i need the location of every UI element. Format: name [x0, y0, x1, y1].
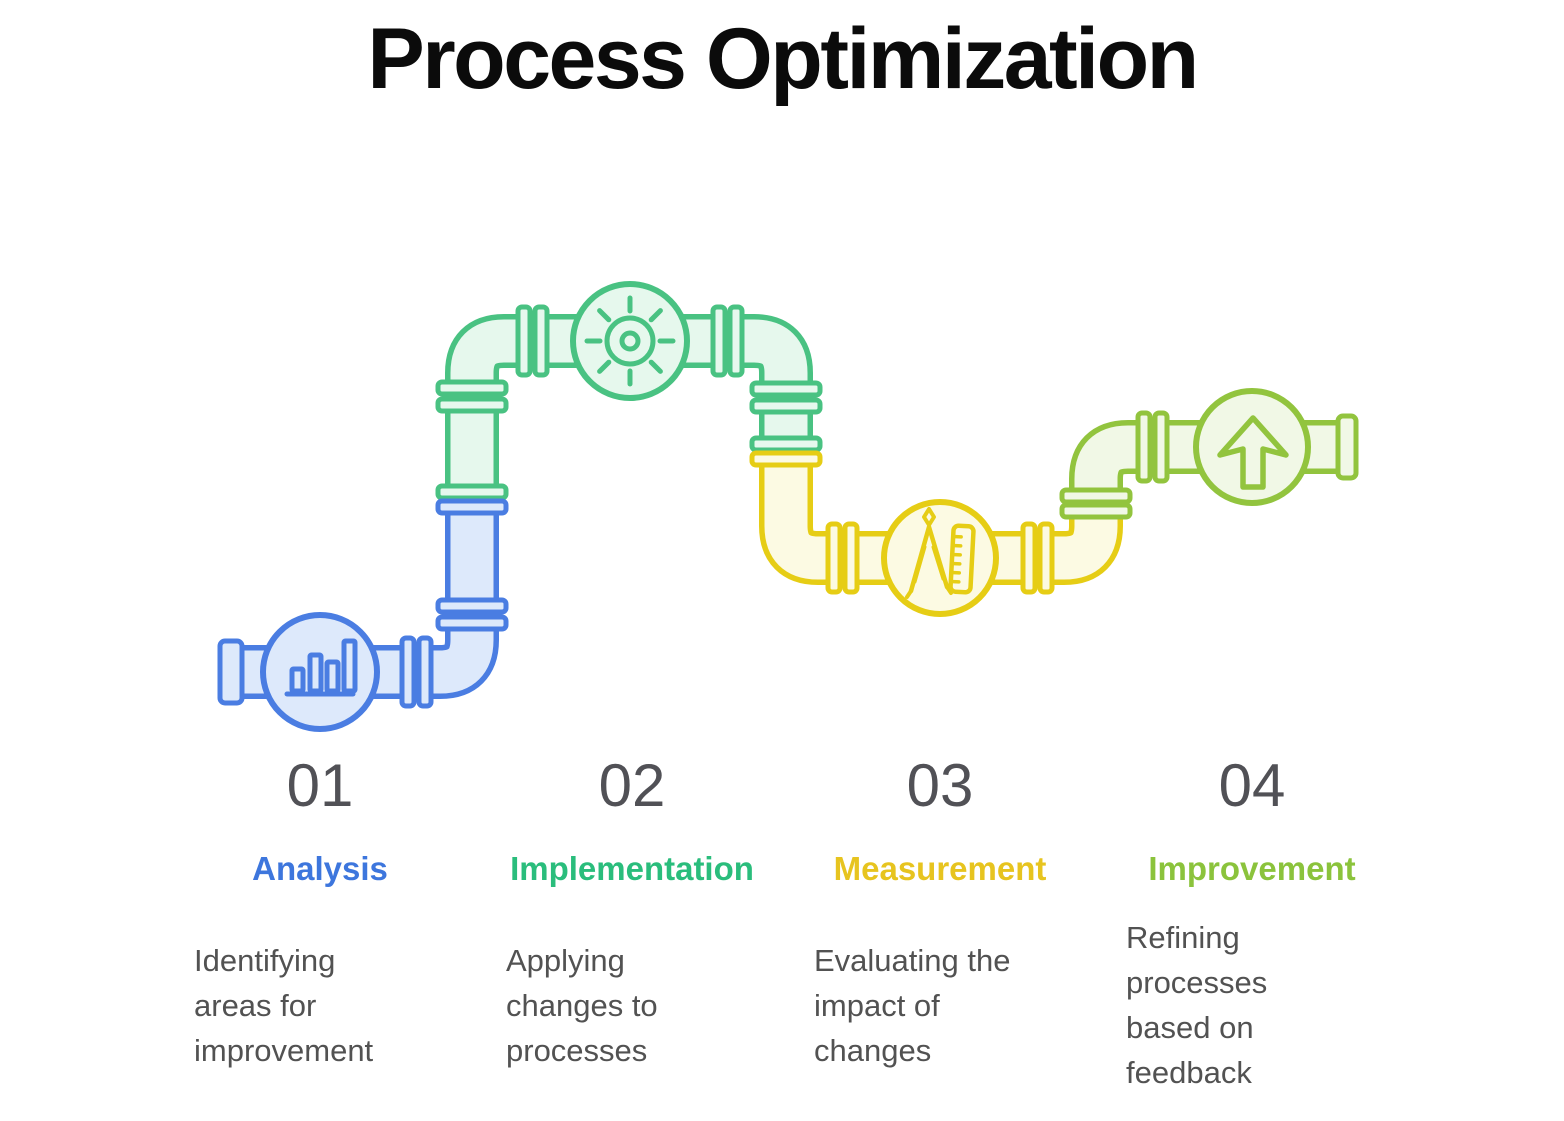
pipe-coupling — [435, 597, 509, 632]
stage-number-01: 01 — [286, 752, 354, 819]
pipe-joint-measurement-improvement — [1059, 487, 1133, 520]
hub-improvement — [1193, 388, 1311, 506]
arrow-up-icon — [1217, 415, 1289, 490]
hub-analysis — [260, 612, 380, 732]
pipe-end-cap-right — [1335, 413, 1359, 481]
pipe-segment-analysis — [242, 505, 499, 699]
pipe-coupling — [399, 635, 434, 709]
pipe-coupling — [1135, 410, 1170, 484]
page-title: Process Optimization — [367, 11, 1199, 107]
stage-number-04: 04 — [1218, 752, 1286, 819]
hub-implementation — [570, 281, 690, 401]
pipe-coupling — [435, 379, 509, 414]
bar-chart-icon — [284, 638, 358, 697]
pipeline-illustration — [217, 281, 1359, 732]
stage-description-4: Refining processes based on feedback — [1126, 920, 1268, 1090]
pipe-joint-analysis-implementation — [435, 483, 509, 516]
stage-description-2: Applying changes to processes — [506, 943, 658, 1068]
stage-number-03: 03 — [906, 752, 974, 819]
stage-label-2: Implementation — [510, 850, 754, 887]
pipe-coupling — [825, 521, 1055, 595]
stage-label-4: Improvement — [1148, 850, 1356, 887]
stage-description-3: Evaluating the impact of changes — [814, 943, 1011, 1068]
stage-label-3: Measurement — [833, 850, 1047, 887]
pipe-coupling — [515, 304, 745, 378]
stage-description-1: Identifying areas for improvement — [194, 943, 374, 1068]
hub-measurement — [881, 499, 999, 617]
compass-ruler-icon — [905, 507, 976, 599]
stage-number-02: 02 — [598, 752, 666, 819]
stage-label-1: Analysis — [252, 850, 388, 887]
gear-icon — [584, 295, 676, 387]
pipe-segment-improvement — [1069, 420, 1340, 500]
pipe-coupling — [749, 380, 823, 415]
pipe-joint-implementation-measurement — [749, 435, 823, 468]
pipe-end-cap-left — [217, 638, 245, 706]
